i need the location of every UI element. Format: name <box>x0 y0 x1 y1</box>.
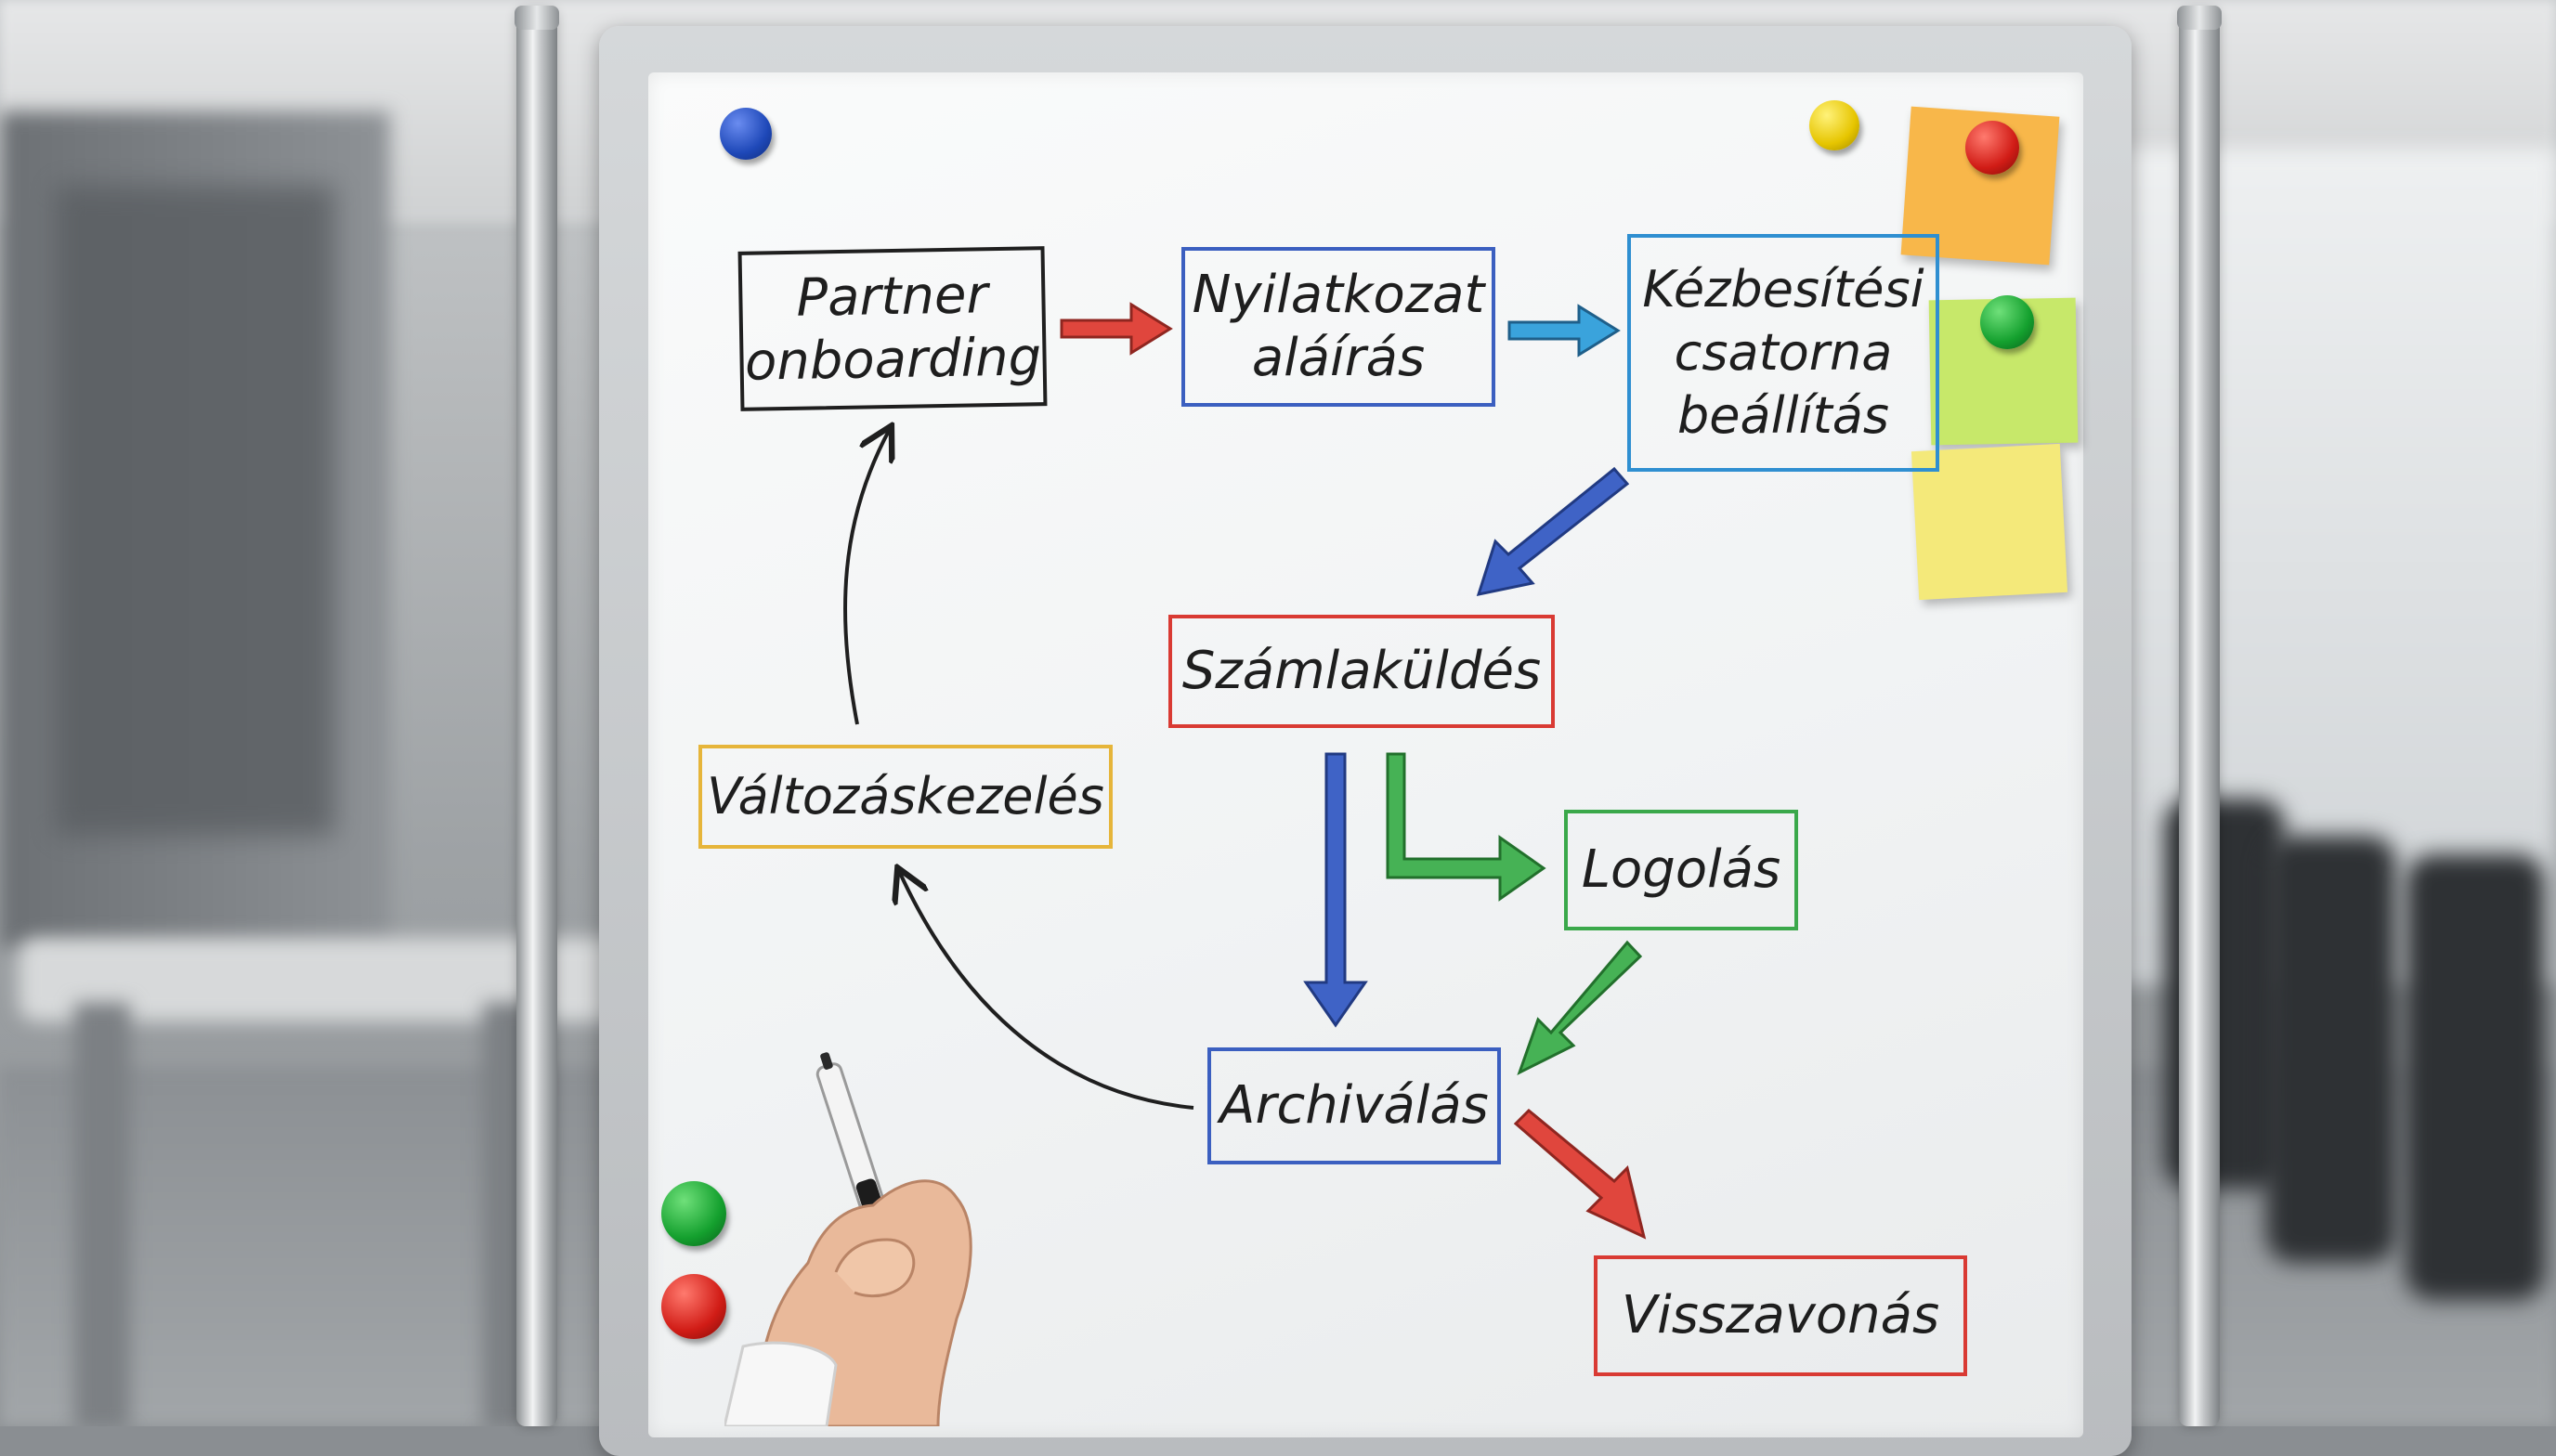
post-cap <box>515 6 559 30</box>
node-archivalas: Archiválás <box>1207 1047 1501 1164</box>
red-magnet <box>1965 121 2019 175</box>
dark-wall-panel <box>56 186 334 836</box>
stand-post-left <box>516 9 557 1426</box>
node-label: Számlaküldés <box>1181 641 1542 701</box>
arrow-szamlakuldes-to-archivalas <box>1303 752 1368 1028</box>
yellow-magnet <box>1809 100 1859 150</box>
node-logolas: Logolás <box>1564 810 1798 930</box>
office-chair <box>2266 836 2396 1263</box>
diagram-arrows <box>842 302 1647 1240</box>
node-kezbesitesi-csatorna-beallitas: Kézbesítési csatorna beállítás <box>1627 234 1939 472</box>
green-magnet <box>1980 295 2034 349</box>
post-cap <box>2177 6 2222 30</box>
table-leg <box>74 1003 130 1426</box>
arrow-nyilatkozat-to-kezbesitesi <box>1507 304 1621 358</box>
arrow-archivalas-to-visszavonas <box>1513 1108 1647 1240</box>
node-label: Visszavonás <box>1621 1285 1940 1346</box>
blue-magnet <box>720 108 772 160</box>
node-partner-onboarding: Partner onboarding <box>737 246 1048 411</box>
node-label: Nyilatkozat aláírás <box>1192 265 1485 388</box>
node-label: Archiválás <box>1219 1075 1489 1136</box>
node-szamlakuldes: Számlaküldés <box>1168 615 1555 728</box>
node-label: Változáskezelés <box>707 767 1104 826</box>
node-label: Logolás <box>1581 839 1781 900</box>
node-nyilatkozat-alairas: Nyilatkozat aláírás <box>1181 247 1495 407</box>
node-valtozaskezeles: Változáskezelés <box>698 745 1113 849</box>
red-magnet <box>661 1274 726 1339</box>
stand-post-right <box>2179 9 2220 1426</box>
node-label: Partner onboarding <box>744 265 1042 393</box>
arrow-logolas-to-archivalas <box>1517 940 1643 1075</box>
green-magnet <box>661 1181 726 1246</box>
arrow-szamlakuldes-to-logolas <box>1386 752 1546 902</box>
node-label: Kézbesítési csatorna beállítás <box>1642 260 1924 445</box>
hand-icon <box>724 1052 972 1426</box>
office-chair <box>2406 854 2545 1300</box>
node-visszavonas: Visszavonás <box>1594 1255 1967 1376</box>
arrow-kezbesitesi-to-szamlakuldes <box>1476 466 1630 596</box>
arrow-onboarding-to-nyilatkozat <box>1060 302 1173 356</box>
arrow-valtozaskezeles-to-onboarding <box>842 429 890 725</box>
arrow-archivalas-to-valtozaskezeles <box>899 871 1194 1110</box>
